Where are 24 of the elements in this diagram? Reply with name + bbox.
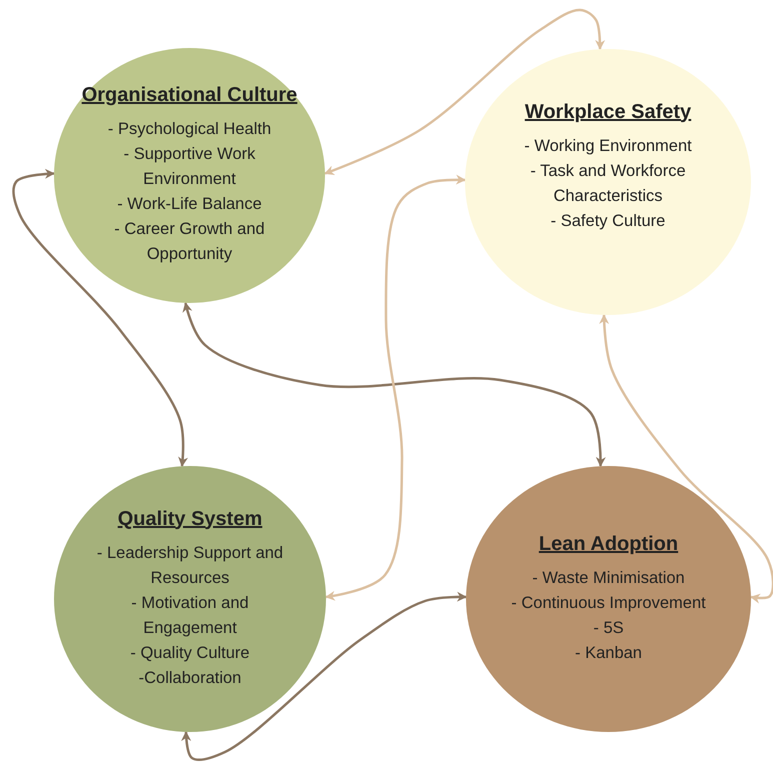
list-item: - Quality Culture <box>130 642 250 664</box>
list-item: -Collaboration <box>138 668 242 688</box>
curved-arrow <box>599 314 773 604</box>
list-item: - 5S <box>593 618 624 638</box>
node-title: Organisational Culture <box>82 84 298 107</box>
list-item: - Kanban <box>575 642 642 664</box>
list-item: - Safety Culture <box>550 210 666 232</box>
list-item: - Task and Workforce Characteristics <box>529 160 687 206</box>
node-title: Lean Adoption <box>538 532 678 556</box>
list-item: - Continuous Improvement <box>511 592 706 614</box>
list-item: - Waste Minimisation <box>532 568 685 588</box>
curved-arrow <box>12 168 188 467</box>
list-item: - Supportive Work Environment <box>122 144 256 190</box>
list-item: - Work-Life Balance <box>117 194 262 215</box>
list-item: - Psychological Health <box>108 119 272 140</box>
curved-arrow <box>182 302 606 467</box>
list-item: - Motivation and Engagement <box>130 592 250 638</box>
curved-arrow <box>325 174 466 601</box>
node-title: Quality System <box>118 508 262 530</box>
curved-arrow <box>324 8 606 176</box>
list-item: - Working Environment <box>524 136 692 156</box>
list-item: - Leadership Support and Resources <box>96 542 284 588</box>
node-title: Workplace Safety <box>524 100 692 124</box>
list-item: - Career Growth and Opportunity <box>113 219 266 265</box>
